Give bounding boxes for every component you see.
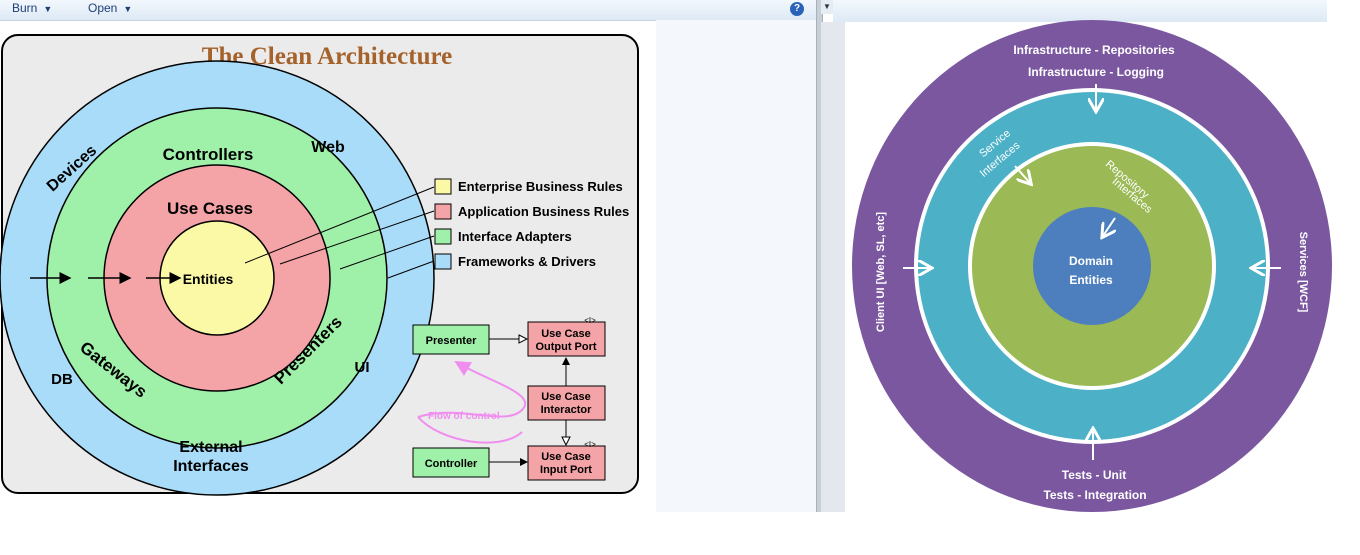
domain-entities-core — [1033, 207, 1151, 325]
legend-pointer-4 — [387, 260, 435, 279]
client-ui-label: Client UI [Web, SL, etc] — [875, 212, 887, 333]
ui-label: UI — [355, 359, 370, 376]
output-port-box — [527, 321, 606, 357]
clean-architecture-diagram: The Clean Architecture Devices Web Contr… — [0, 34, 639, 496]
output-port-label-2: Output Port — [535, 341, 596, 353]
legend-pointer-1 — [244, 186, 435, 264]
right-window-margin — [821, 22, 845, 512]
tests-integration-label: Tests - Integration — [1043, 488, 1146, 502]
input-port-marker: <I> — [584, 440, 596, 449]
right-window-toolbar — [833, 0, 1327, 22]
service-arrow — [1014, 165, 1030, 183]
legend-swatch-application — [434, 203, 452, 220]
controller-box — [412, 447, 490, 478]
flow-of-control-curve — [417, 360, 526, 418]
tests-unit-label: Tests - Unit — [1062, 468, 1126, 482]
legend-label-interface: Interface Adapters — [458, 229, 572, 244]
onion-architecture-diagram: Infrastructure - Repositories Infrastruc… — [852, 20, 1332, 512]
preview-pane-background — [656, 20, 816, 512]
legend-pointer-3 — [339, 235, 435, 270]
external-label-line1: External — [179, 439, 242, 456]
interactor-label-2: Interactor — [541, 404, 592, 416]
flow-of-control-diagram: Presenter <I> Use Case Output Port Use C… — [412, 316, 606, 481]
web-label: Web — [311, 139, 345, 156]
input-port-label-2: Input Port — [540, 464, 592, 476]
presenter-label: Presenter — [426, 335, 477, 347]
legend-label-application: Application Business Rules — [458, 204, 629, 219]
repository-arrow — [1103, 217, 1115, 236]
explorer-toolbar: Burn ▼ Open ▼ ? — [0, 0, 818, 21]
open-label: Open — [88, 1, 118, 15]
splitter-dropdown-icon[interactable]: ▼ — [821, 0, 833, 14]
domain-label-1: Domain — [1069, 254, 1113, 268]
presenter-box — [412, 324, 490, 355]
infra-logging-label: Infrastructure - Logging — [1028, 65, 1164, 79]
legend-swatch-interface — [434, 228, 452, 245]
flow-of-control-lower-curve — [417, 416, 523, 444]
legend-pointer-2 — [279, 210, 435, 265]
legend-label-enterprise: Enterprise Business Rules — [458, 179, 623, 194]
open-dropdown-icon: ▼ — [123, 4, 133, 14]
controller-label: Controller — [425, 458, 478, 470]
help-icon[interactable]: ? — [790, 2, 804, 16]
open-menu-button[interactable]: Open ▼ — [88, 1, 132, 15]
legend-label-frameworks: Frameworks & Drivers — [458, 254, 596, 269]
services-wcf-label: Services [WCF] — [1297, 232, 1309, 313]
entities-label: Entities — [183, 271, 234, 287]
external-label-line2: Interfaces — [173, 458, 249, 475]
flow-of-control-label: Flow of control — [428, 411, 500, 422]
legend-swatch-frameworks — [434, 253, 452, 270]
output-port-marker: <I> — [584, 316, 596, 325]
domain-label-2: Entities — [1069, 273, 1113, 287]
use-cases-label: Use Cases — [167, 199, 253, 218]
output-port-label-1: Use Case — [541, 328, 591, 340]
legend: Enterprise Business Rules Application Bu… — [434, 178, 629, 270]
infra-repositories-label: Infrastructure - Repositories — [1013, 43, 1175, 57]
db-label: DB — [51, 371, 73, 388]
interactor-label-1: Use Case — [541, 391, 591, 403]
legend-swatch-enterprise — [434, 178, 452, 195]
input-port-label-1: Use Case — [541, 451, 591, 463]
controllers-label: Controllers — [163, 145, 254, 164]
burn-dropdown-icon: ▼ — [43, 4, 53, 14]
burn-label: Burn — [12, 1, 38, 15]
input-port-box — [527, 445, 606, 481]
burn-menu-button[interactable]: Burn ▼ — [12, 1, 52, 15]
